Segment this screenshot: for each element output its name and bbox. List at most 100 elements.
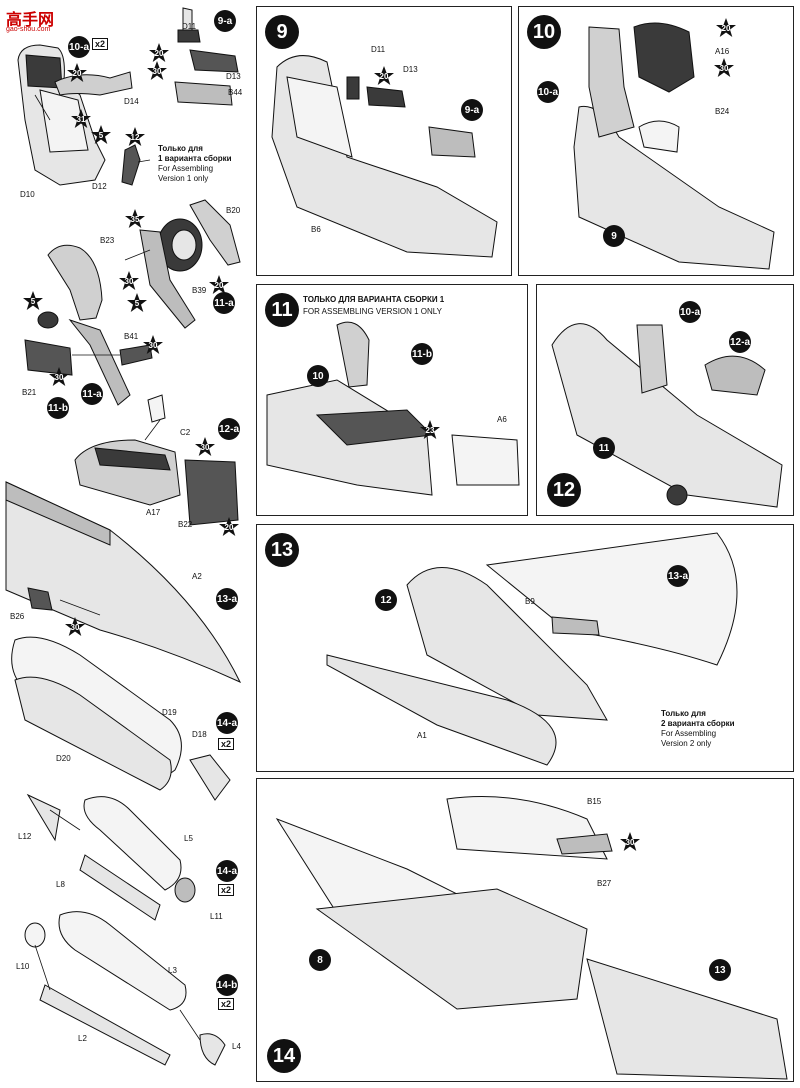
version-2-note-line1: Только для <box>661 709 706 718</box>
version-1-note-line3: For Assembling <box>158 164 214 173</box>
version-1-note-line1: Только для <box>158 144 203 153</box>
glue-star-marker: 30 <box>142 334 164 356</box>
version-2-note: Только для 2 варианта сборки For Assembl… <box>661 709 735 749</box>
part-label-d13: D13 <box>226 72 241 81</box>
part-label-d11: D11 <box>182 22 197 31</box>
glue-star-marker: 35 <box>124 208 146 230</box>
substep-11a-marker: 11-a <box>213 292 235 314</box>
substep-9a-marker: 9-a <box>214 10 236 32</box>
step-13-panel: 13 B9 A1 13-a 12 Только для 2 варианта с… <box>256 524 794 772</box>
part-label-b15: B15 <box>587 797 602 806</box>
substep-9a-marker: 9-a <box>461 99 483 121</box>
step-9-number: 9 <box>265 15 299 49</box>
part-label-d12: D12 <box>92 182 107 191</box>
step-12-number: 12 <box>547 473 581 507</box>
site-logo: 高手网 <box>6 12 55 29</box>
glue-star-marker: 30 <box>118 270 140 292</box>
part-label-l5: L5 <box>184 834 193 843</box>
glue-star-marker: 20 <box>715 17 737 39</box>
part-label-d10: D10 <box>20 190 35 199</box>
part-label-l8: L8 <box>56 880 65 889</box>
glue-star-marker: 5 <box>90 124 112 146</box>
part-label-l2: L2 <box>78 1034 87 1043</box>
substep-12a-marker: 12-a <box>218 418 240 440</box>
version-1-note-line4: Version 1 only <box>158 174 209 183</box>
step-11-header-ru: ТОЛЬКО ДЛЯ ВАРИАНТА СБОРКИ 1 <box>303 295 445 304</box>
part-label-d18: D18 <box>192 730 207 739</box>
part-label-a17: A17 <box>146 508 161 517</box>
step-10-panel: 10 A16 B24 10-a 9 20 30 <box>518 6 794 276</box>
substep-10a-marker: 10-a <box>68 36 90 58</box>
glue-star-marker: 30 <box>194 436 216 458</box>
glue-star-marker: 30 <box>64 616 86 638</box>
part-label-b9: B9 <box>525 597 535 606</box>
step-9-panel: 9 D11 D13 B6 9-a 20 <box>256 6 512 276</box>
substep-11b-marker: 11-b <box>47 397 69 419</box>
part-label-b27: B27 <box>597 879 612 888</box>
glue-star-marker: 30 <box>713 57 735 79</box>
part-label-b23: B23 <box>100 236 115 245</box>
glue-star-marker: 12 <box>124 126 146 148</box>
glue-star-marker: 20 <box>66 62 88 84</box>
part-label-b39: B39 <box>192 286 207 295</box>
substep-13a-marker: 13-a <box>216 588 238 610</box>
part-label-a6: A6 <box>497 415 507 424</box>
part-label-d14: D14 <box>124 97 139 106</box>
quantity-badge-10a: x2 <box>92 38 109 50</box>
base-assembly-11-marker: 11 <box>593 437 615 459</box>
quantity-badge-14b: x2 <box>218 998 235 1010</box>
substep-10a-marker: 10-a <box>679 301 701 323</box>
substep-14b-marker: 14-b <box>216 974 238 996</box>
version-1-note: Только для 1 варианта сборки For Assembl… <box>158 144 232 184</box>
version-2-note-line2: 2 варианта сборки <box>661 719 735 728</box>
part-label-b24: B24 <box>715 107 730 116</box>
quantity-badge-14a-mid: x2 <box>218 884 235 896</box>
substep-11a-marker-2: 11-a <box>81 383 103 405</box>
base-assembly-13-marker: 13 <box>709 959 731 981</box>
part-label-l12: L12 <box>18 832 32 841</box>
part-label-l3: L3 <box>168 966 177 975</box>
glue-star-marker: 20 <box>148 42 170 64</box>
part-label-b44: B44 <box>228 88 243 97</box>
substep-14a-marker-mid: 14-a <box>216 860 238 882</box>
part-label-c2: C2 <box>180 428 191 437</box>
step-11-header-en: FOR ASSEMBLING VERSION 1 ONLY <box>303 307 442 316</box>
glue-star-marker: 31 <box>70 108 92 130</box>
part-label-b21: B21 <box>22 388 37 397</box>
glue-star-marker: 20 <box>218 516 240 538</box>
quantity-badge-14a-top: x2 <box>218 738 235 750</box>
step-11-number: 11 <box>265 293 299 327</box>
glue-star-marker: 5 <box>126 292 148 314</box>
base-assembly-10-marker: 10 <box>307 365 329 387</box>
part-label-l10: L10 <box>16 962 30 971</box>
glue-star-marker: 20 <box>208 274 230 296</box>
glue-star-marker: 30 <box>146 60 168 82</box>
base-assembly-9-marker: 9 <box>603 225 625 247</box>
part-label-l11: L11 <box>210 912 223 921</box>
glue-star-marker: 30 <box>48 366 70 388</box>
step-13-number: 13 <box>265 533 299 567</box>
part-label-b6: B6 <box>311 225 321 234</box>
part-label-d19: D19 <box>162 708 177 717</box>
base-assembly-12-marker: 12 <box>375 589 397 611</box>
part-label-b22: B22 <box>178 520 193 529</box>
glue-star-marker: 23 <box>419 419 441 441</box>
part-label-d13: D13 <box>403 65 418 74</box>
glue-star-marker: 20 <box>373 65 395 87</box>
part-label-b20: B20 <box>226 206 241 215</box>
part-label-a16: A16 <box>715 47 730 56</box>
glue-star-marker: 5 <box>22 290 44 312</box>
glue-star-marker: 30 <box>619 831 641 853</box>
part-label-d11: D11 <box>371 45 386 54</box>
step-10-number: 10 <box>527 15 561 49</box>
left-column-drawings <box>5 7 242 1066</box>
version-1-note-line2: 1 варианта сборки <box>158 154 232 163</box>
substep-11b-marker: 11-b <box>411 343 433 365</box>
base-assembly-8-marker: 8 <box>309 949 331 971</box>
version-2-note-line3: For Assembling <box>661 729 717 738</box>
substep-13a-marker: 13-a <box>667 565 689 587</box>
version-2-note-line4: Version 2 only <box>661 739 712 748</box>
substep-10a-marker: 10-a <box>537 81 559 103</box>
step-14-panel: B15 B27 8 13 30 14 <box>256 778 794 1082</box>
part-label-b26: B26 <box>10 612 25 621</box>
